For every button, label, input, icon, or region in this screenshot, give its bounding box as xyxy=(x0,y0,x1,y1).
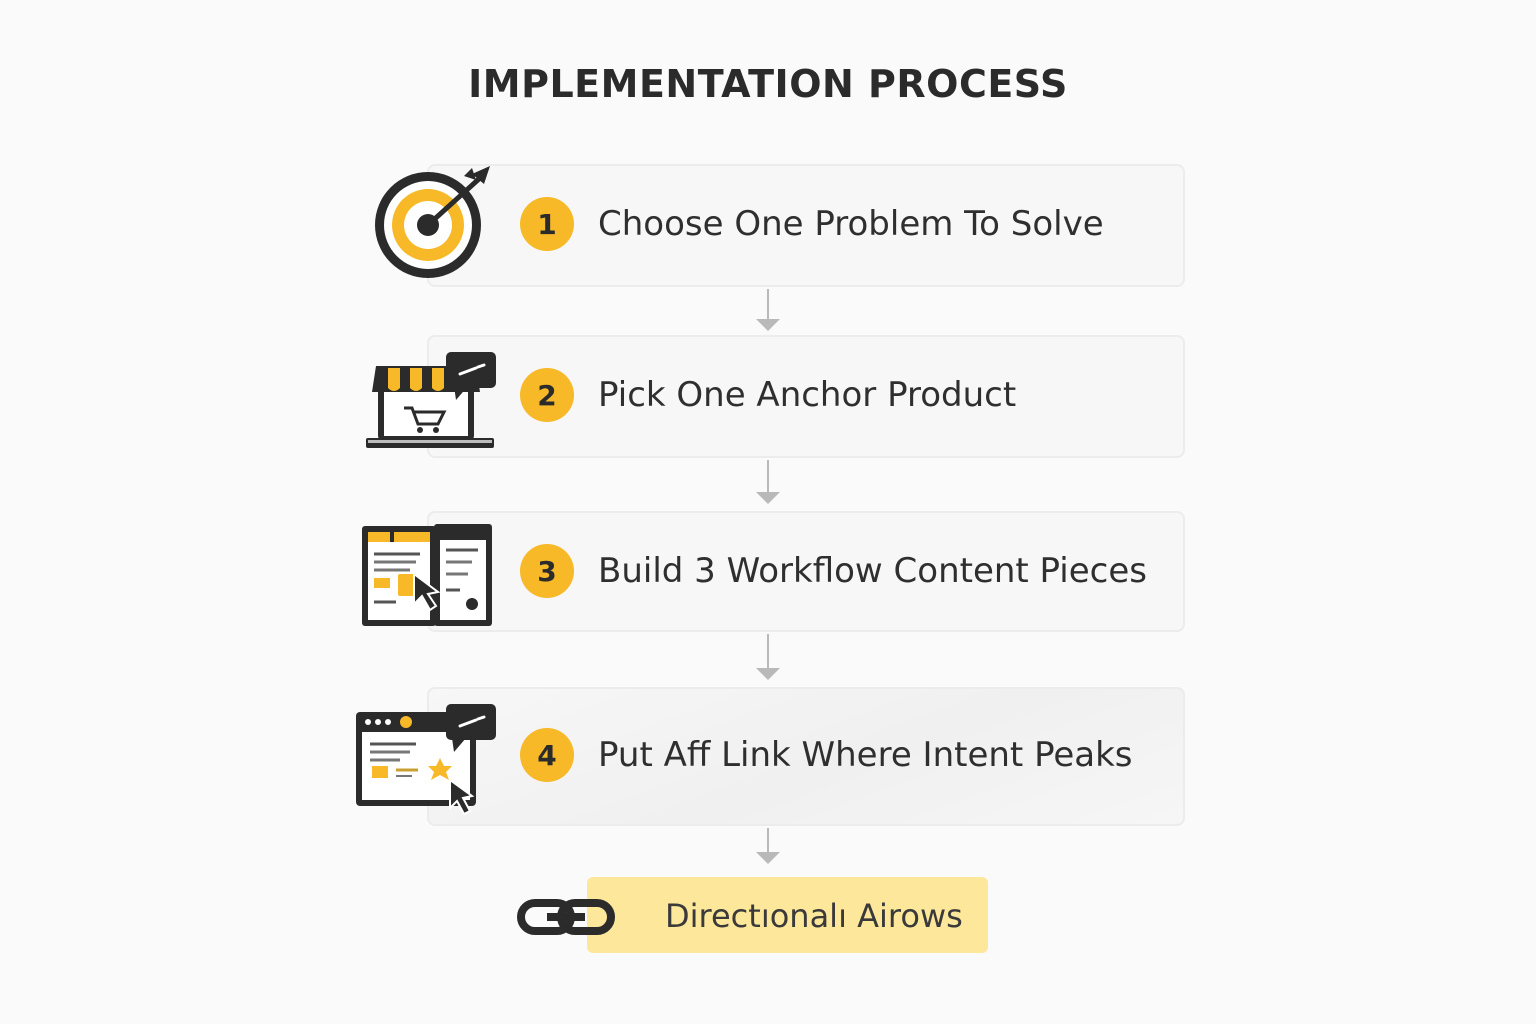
down-arrow-icon xyxy=(756,289,780,331)
storefront-laptop-icon xyxy=(366,352,496,448)
browser-click-icon xyxy=(356,704,496,816)
footer-banner xyxy=(587,877,988,953)
page-title: IMPLEMENTATION PROCESS xyxy=(468,62,1068,106)
step-label-2: Pick One Anchor Product xyxy=(598,375,1017,415)
step-badge-4: 4 xyxy=(520,728,574,782)
down-arrow-icon xyxy=(756,828,780,864)
content-pages-icon xyxy=(362,524,492,626)
down-arrow-icon xyxy=(756,634,780,680)
footer-label: Directıonalı Airows xyxy=(665,897,963,935)
step-badge-3: 3 xyxy=(520,544,574,598)
down-arrow-icon xyxy=(756,460,780,504)
step-badge-2: 2 xyxy=(520,368,574,422)
target-icon xyxy=(375,166,490,278)
step-label-4: Put Aff Link Where Intent Peaks xyxy=(598,735,1133,775)
chain-link-icon xyxy=(517,899,615,935)
step-label-3: Build 3 Workflow Content Pieces xyxy=(598,551,1147,591)
step-badge-1: 1 xyxy=(520,197,574,251)
step-label-1: Choose One Problem To Solve xyxy=(598,204,1104,244)
